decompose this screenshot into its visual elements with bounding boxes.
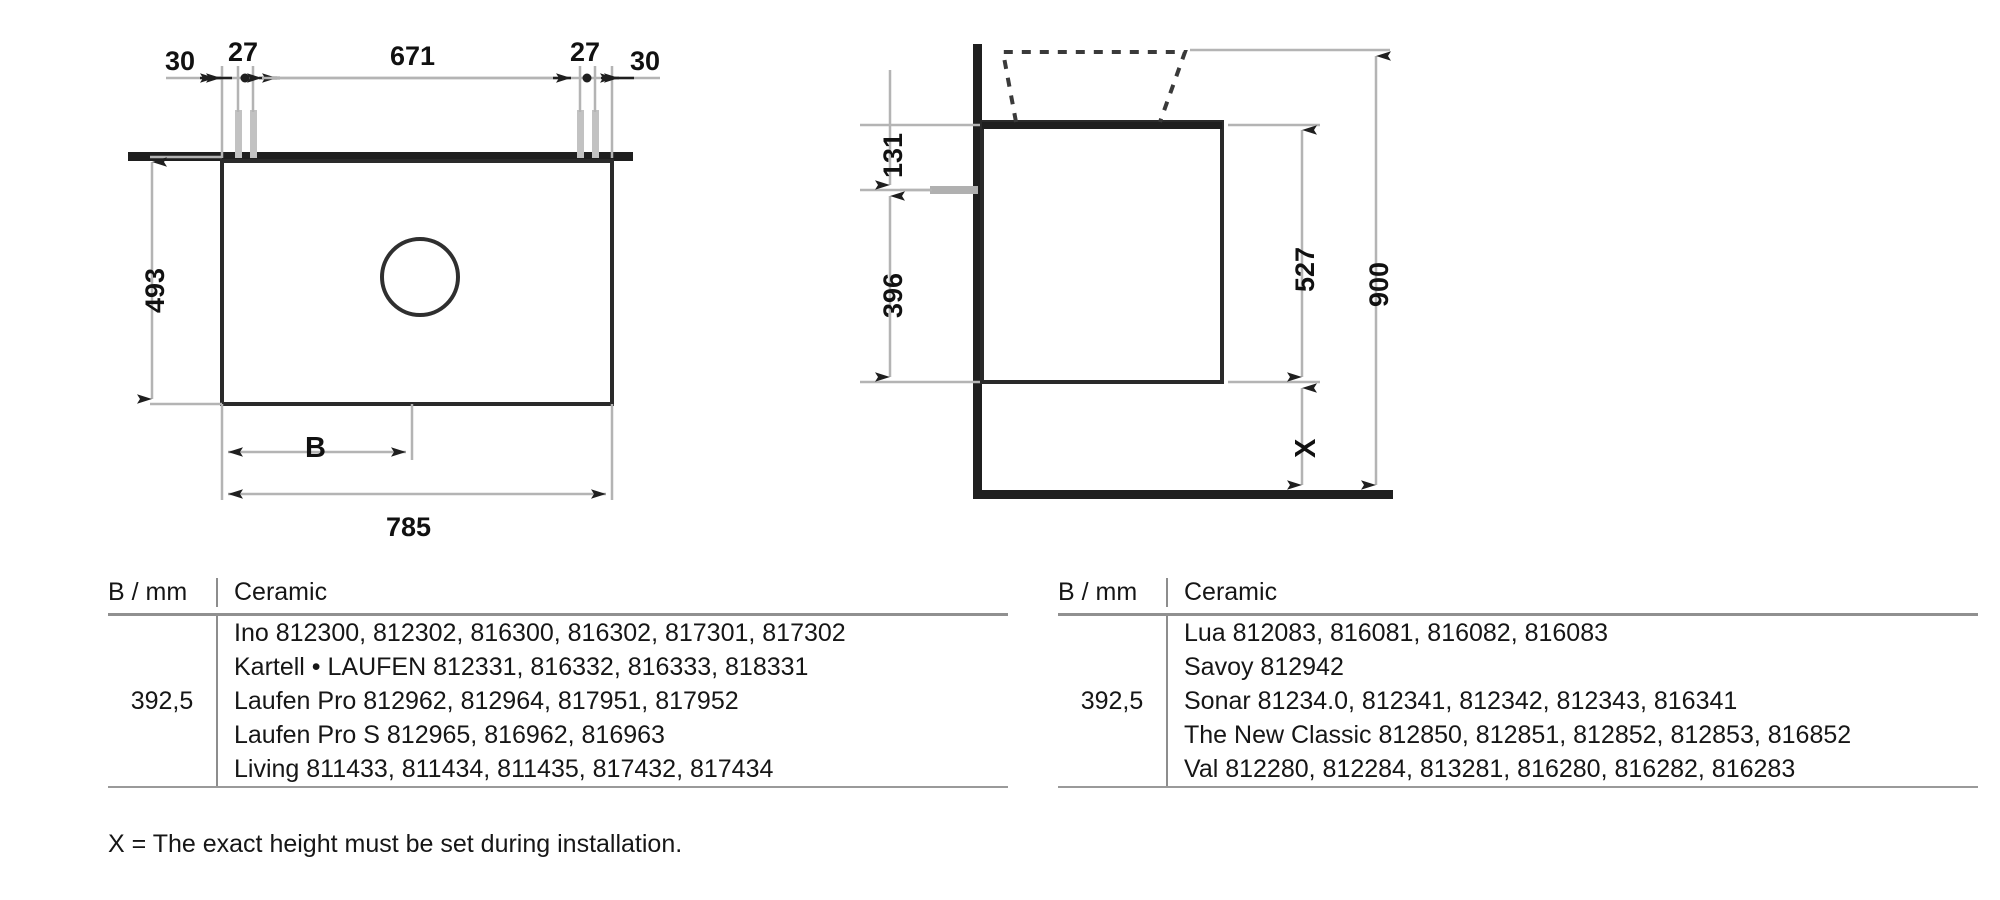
list-item: Kartell • LAUFEN 812331, 816332, 816333,… bbox=[234, 653, 809, 681]
table-left-ceramic-list: Ino 812300, 812302, 816300, 816302, 8173… bbox=[216, 616, 1008, 786]
dim-label-785: 785 bbox=[386, 512, 432, 542]
side-view-geometry bbox=[860, 44, 1393, 499]
basin-dashed-outline bbox=[1000, 50, 1188, 123]
faucet-hole-right-a bbox=[577, 110, 584, 158]
ceramic-table-left: B / mm Ceramic 392,5 Ino 812300, 812302,… bbox=[108, 578, 1008, 788]
table-right-body-row: 392,5 Lua 812083, 816081, 816082, 816083… bbox=[1058, 616, 1978, 786]
drain-circle bbox=[380, 237, 460, 317]
dim-label-27-right: 27 bbox=[570, 37, 601, 67]
list-item: Laufen Pro S 812965, 816962, 816963 bbox=[234, 721, 665, 749]
dim-label-671: 671 bbox=[390, 41, 436, 71]
dim-label-900: 900 bbox=[1364, 261, 1394, 307]
list-item: Ino 812300, 812302, 816300, 816302, 8173… bbox=[234, 619, 846, 647]
dim-dot-left bbox=[240, 73, 250, 83]
front-view-geometry bbox=[128, 66, 660, 500]
cabinet-body-front bbox=[220, 159, 614, 406]
dim-label-30-left: 30 bbox=[165, 46, 196, 76]
ceramic-table-right: B / mm Ceramic 392,5 Lua 812083, 816081,… bbox=[1058, 578, 1978, 788]
dim-label-30-right: 30 bbox=[630, 46, 661, 76]
table-right-rule-top bbox=[1058, 613, 1978, 616]
dim-label-B: B bbox=[305, 432, 326, 464]
dim-label-527: 527 bbox=[1290, 246, 1320, 292]
countertop-slab bbox=[128, 152, 633, 161]
table-left-rule-bottom bbox=[108, 786, 1008, 788]
list-item: Sonar 81234.0, 812341, 812342, 812343, 8… bbox=[1184, 687, 1738, 715]
list-item: Lua 812083, 816081, 816082, 816083 bbox=[1184, 619, 1609, 647]
floor-line bbox=[973, 490, 1393, 499]
list-item: The New Classic 812850, 812851, 812852, … bbox=[1184, 721, 1852, 749]
table-right-header-ceramic: Ceramic bbox=[1166, 578, 1978, 607]
table-right-b-value: 392,5 bbox=[1080, 686, 1144, 715]
footnote-x-height: X = The exact height must be set during … bbox=[108, 830, 683, 858]
table-left-body-row: 392,5 Ino 812300, 812302, 816300, 816302… bbox=[108, 616, 1008, 786]
table-left-b-value: 392,5 bbox=[130, 686, 194, 715]
table-left-header-ceramic: Ceramic bbox=[216, 578, 1008, 607]
list-item: Laufen Pro 812962, 812964, 817951, 81795… bbox=[234, 687, 739, 715]
wall-line bbox=[973, 44, 982, 499]
table-left-rule-top bbox=[108, 613, 1008, 616]
dim-label-396: 396 bbox=[878, 272, 908, 318]
list-item: Savoy 812942 bbox=[1184, 653, 1344, 681]
table-right-rule-bottom bbox=[1058, 786, 1978, 788]
faucet-hole-right-b bbox=[592, 110, 599, 158]
table-right-header-row: B / mm Ceramic bbox=[1058, 578, 1978, 613]
table-right-ceramic-list: Lua 812083, 816081, 816082, 816083 Savoy… bbox=[1166, 616, 1978, 786]
dim-label-131: 131 bbox=[878, 132, 908, 178]
table-right-header-b: B / mm bbox=[1058, 578, 1138, 606]
table-left-header-b: B / mm bbox=[108, 578, 188, 606]
list-item: Val 812280, 812284, 813281, 816280, 8162… bbox=[1184, 755, 1796, 783]
dim-label-493: 493 bbox=[140, 267, 170, 313]
dim-dot-right bbox=[582, 73, 592, 83]
countertop-side bbox=[982, 122, 1222, 129]
drawer-pull-handle bbox=[930, 186, 978, 194]
faucet-hole-left-b bbox=[250, 110, 257, 158]
faucet-hole-left-a bbox=[235, 110, 242, 158]
dim-label-X: X bbox=[1290, 438, 1322, 458]
list-item: Living 811433, 811434, 811435, 817432, 8… bbox=[234, 755, 774, 783]
table-left-header-row: B / mm Ceramic bbox=[108, 578, 1008, 613]
cabinet-body-side bbox=[980, 120, 1224, 384]
dim-label-27-left: 27 bbox=[228, 37, 259, 67]
